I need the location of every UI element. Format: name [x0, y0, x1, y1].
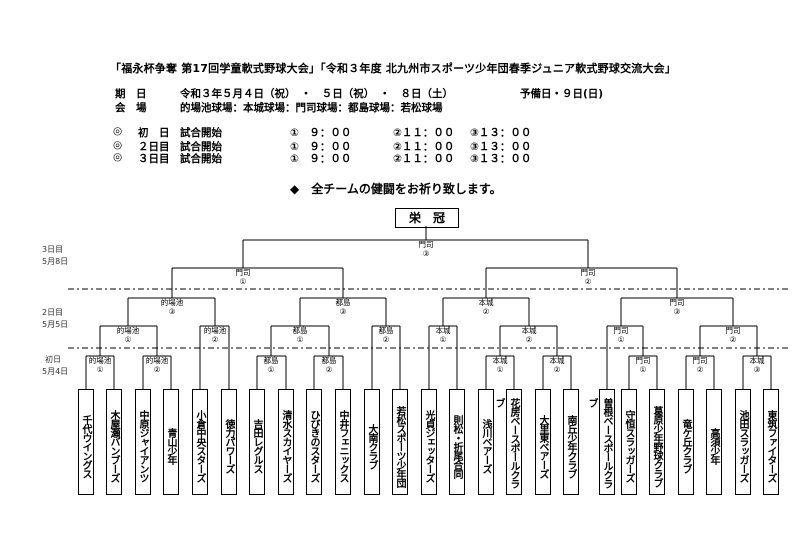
- dates-value: 令和３年５月４日（祝） ・ ５日（祝） ・ ８日（土）: [180, 88, 453, 100]
- team-box: 清水スカイヤーズ: [278, 389, 294, 495]
- day3-label: 3日目: [42, 245, 64, 254]
- team-box: 浅川ベアーズ: [478, 389, 494, 495]
- team-box: 中井フェニックス: [335, 389, 351, 495]
- schedule-slot-3: ③１３：００: [470, 127, 532, 139]
- team-box: 曽根ベースボールクラブ: [586, 389, 615, 495]
- team-box: 南丘少年クラブ: [563, 389, 579, 495]
- team-box: 高須少年: [706, 389, 722, 495]
- venue-value: 的場池球場：本城球場：門司球場：都島球場：若松球場: [180, 102, 443, 114]
- reserve-day: 予備日・９日(日): [520, 88, 604, 100]
- day2-date: 5月5日: [42, 320, 69, 329]
- team-box: 花房ベースボールクラブ: [493, 389, 522, 495]
- schedule-mark: ◎: [113, 125, 123, 137]
- team-box: 徳力パワーズ: [221, 389, 237, 495]
- team-box: 中原ジャイアンツ: [135, 389, 151, 495]
- champion-box: 栄 冠: [395, 208, 459, 228]
- schedule-day: 初 日 試合開始: [138, 127, 222, 139]
- team-box: 青山少年: [163, 389, 179, 495]
- team-box: ひびきのスターズ: [306, 389, 322, 495]
- day1-date: 5月4日: [42, 367, 69, 376]
- team-box: 木屋瀬バンブーズ: [106, 389, 122, 495]
- team-box: 則松・折尾合同: [449, 389, 465, 495]
- team-box: 小倉中央スターズ: [192, 389, 208, 495]
- schedule-slot-1: ① ９：００: [290, 153, 352, 165]
- team-box: 池田スラッガーズ: [735, 389, 751, 495]
- schedule-slot-3: ③１３：００: [470, 153, 532, 165]
- team-box: 若松スポーツ少年団: [392, 389, 408, 495]
- team-box: 大南クラブ: [364, 389, 380, 495]
- schedule-mark: ◎: [113, 151, 123, 163]
- day1-label: 初日: [45, 355, 61, 364]
- team-box: 千代ウイングス: [78, 389, 94, 495]
- schedule-slot-2: ②１１：００: [393, 127, 455, 139]
- prayer-message: ◆ 全チームの健闘をお祈り致します。: [290, 182, 502, 196]
- schedule-slot-3: ③１３：００: [470, 141, 532, 153]
- schedule-day: ３日目 試合開始: [138, 153, 222, 165]
- team-box: 大里東ベアーズ: [535, 389, 551, 495]
- team-box: 守恒スラッガーズ: [621, 389, 637, 495]
- day3-date: 5月8日: [42, 257, 69, 266]
- day2-label: 2日目: [42, 308, 64, 317]
- team-box: 東筑ファイターズ: [763, 389, 779, 495]
- team-box: 吉田レグルス: [249, 389, 265, 495]
- schedule-day: ２日目 試合開始: [138, 141, 222, 153]
- team-box: 竜ケ丘クラブ: [678, 389, 694, 495]
- team-box: 光貞ジェッターズ: [421, 389, 437, 495]
- schedule-slot-2: ②１１：００: [393, 153, 455, 165]
- schedule-slot-1: ① ９：００: [290, 127, 352, 139]
- page-title: 「福永杯争奪 第17回学童軟式野球大会」「令和３年度 北九州市スポーツ少年団春季…: [110, 62, 677, 75]
- dates-label: 期 日: [115, 88, 147, 100]
- schedule-mark: ◎: [113, 139, 123, 151]
- venue-label: 会 場: [115, 102, 147, 114]
- team-box: 葛原少年野球クラブ: [649, 389, 665, 495]
- schedule-slot-2: ②１１：００: [393, 141, 455, 153]
- schedule-slot-1: ① ９：００: [290, 141, 352, 153]
